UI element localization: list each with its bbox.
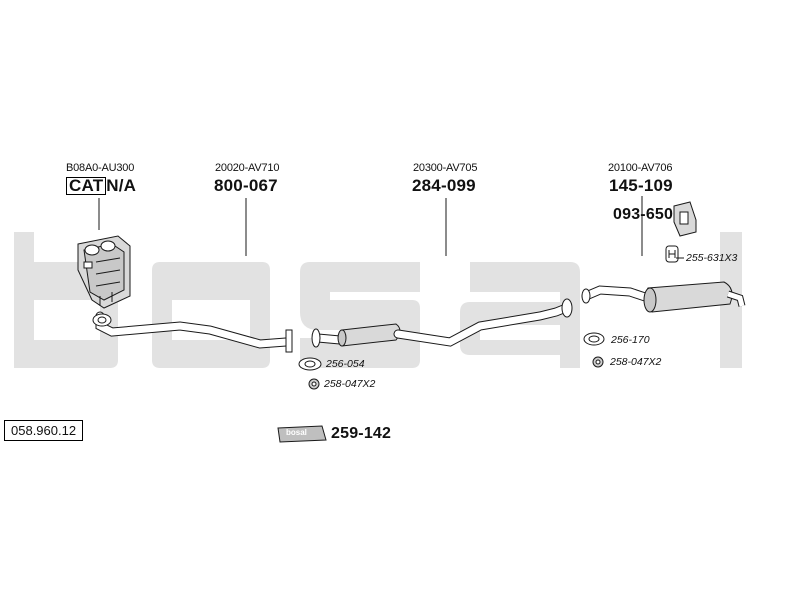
cat-label: CAT bbox=[66, 177, 107, 195]
accessory-nut-mid[interactable]: 258-047X2 bbox=[324, 378, 376, 390]
accessory-gasket-mid[interactable]: 256-054 bbox=[326, 358, 365, 370]
part-number-centre-silencer[interactable]: 284-099 bbox=[412, 176, 476, 195]
catalytic-converter bbox=[77, 235, 131, 309]
mounting-bracket-icon bbox=[673, 201, 697, 237]
kit-badge-label: bosal bbox=[286, 428, 307, 437]
accessory-hanger-rear[interactable]: 255-631X3 bbox=[686, 252, 738, 264]
oem-number-cat: B08A0-AU300 bbox=[66, 162, 135, 174]
catalog-reference: 058.960.12 bbox=[4, 420, 84, 441]
gasket-rear-icon bbox=[583, 332, 605, 346]
part-number-rear-silencer[interactable]: 145-109 bbox=[609, 176, 673, 195]
kit-badge-icon bbox=[277, 425, 327, 443]
front-pipe bbox=[92, 311, 293, 353]
gasket-mid-icon bbox=[298, 357, 322, 371]
kit-part-number[interactable]: 259-142 bbox=[331, 425, 392, 442]
nut-rear-icon bbox=[592, 356, 604, 368]
accessory-gasket-rear[interactable]: 256-170 bbox=[611, 334, 650, 346]
leader-lines bbox=[98, 196, 684, 259]
nut-mid-icon bbox=[308, 378, 320, 390]
oem-number-rear: 20100-AV706 bbox=[608, 162, 673, 174]
cat-part-number: N/A bbox=[106, 176, 137, 195]
oem-number-centre: 20300-AV705 bbox=[413, 162, 478, 174]
rear-silencer bbox=[581, 281, 746, 313]
part-number-mount[interactable]: 093-650 bbox=[613, 206, 674, 223]
rubber-hanger-icon bbox=[665, 245, 679, 263]
part-number-front-pipe[interactable]: 800-067 bbox=[214, 176, 278, 195]
centre-silencer bbox=[311, 298, 573, 348]
oem-number-front-pipe: 20020-AV710 bbox=[215, 162, 280, 174]
accessory-nut-rear[interactable]: 258-047X2 bbox=[610, 356, 662, 368]
